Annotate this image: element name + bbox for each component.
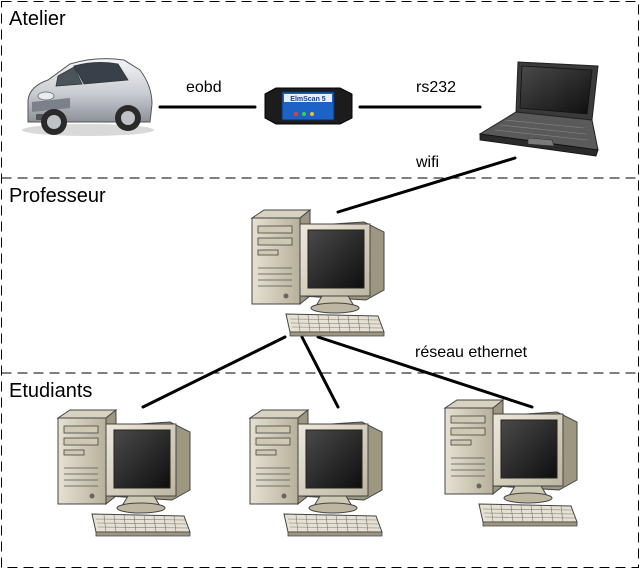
obd-interface-icon: ElmScan 5: [264, 87, 353, 125]
wifi-link: [336, 156, 517, 214]
student-computer-3-icon: [444, 399, 578, 527]
ethernet-link-student-3: [316, 335, 534, 409]
professor-computer-icon: [251, 209, 385, 337]
ethernet-link-student-1: [141, 335, 287, 409]
student-computer-1-icon: [57, 409, 191, 537]
label-ethernet: réseau ethernet: [415, 344, 528, 361]
car-icon: [22, 58, 154, 136]
zone-title-etudiants: Etudiants: [9, 380, 92, 402]
label-rs232: rs232: [416, 79, 456, 96]
connection-lines: [141, 105, 534, 409]
laptop-icon: [478, 61, 599, 157]
interface-brand-label: ElmScan 5: [290, 96, 326, 103]
label-eobd: eobd: [186, 79, 222, 96]
student-computer-2-icon: [249, 409, 383, 537]
ethernet-link-student-2: [300, 335, 340, 409]
zone-title-professeur: Professeur: [9, 185, 106, 207]
zone-title-atelier: Atelier: [9, 8, 66, 30]
label-wifi: wifi: [415, 154, 439, 171]
